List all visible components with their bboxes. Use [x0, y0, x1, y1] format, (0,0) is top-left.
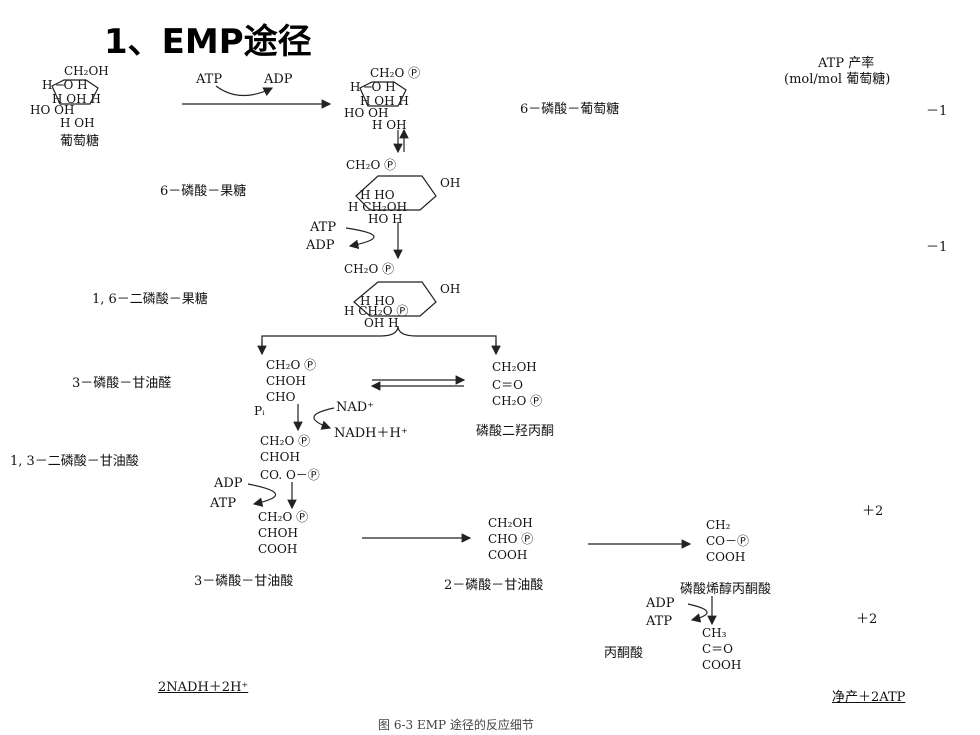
step5-nad: NAD⁺: [336, 400, 375, 415]
bpg-line: CH₂O Ⓟ: [260, 434, 311, 448]
step3-adp: ADP: [306, 238, 335, 253]
f6p-ring: [355, 175, 437, 211]
f6p-label: 6－磷酸－果糖: [160, 184, 247, 199]
gap-label: 3－磷酸－甘油醛: [72, 376, 172, 391]
figure-caption: 图 6-3 EMP 途径的反应细节: [378, 718, 534, 732]
f6p-ring-row: HO H: [368, 212, 403, 226]
step9-cofactor-curve: [687, 603, 708, 623]
pep-label: 磷酸烯醇丙酮酸: [680, 582, 772, 597]
pg2-label: 2－磷酸－甘油酸: [444, 578, 544, 593]
glucose-ring-row: H OH: [60, 116, 95, 130]
step5-pi: Pᵢ: [254, 404, 265, 418]
g6p-label: 6－磷酸－葡萄糖: [520, 102, 620, 117]
pg2-line: CH₂OH: [488, 516, 533, 530]
step5-cofactor-curve: [313, 407, 335, 430]
step6-adp: ADP: [214, 476, 243, 491]
fbp-oh: OH: [440, 282, 461, 296]
pg2-line: CHO Ⓟ: [488, 532, 534, 546]
f6p-ring-row: H HO: [360, 188, 395, 202]
g6p-ring-row: H OH: [372, 118, 407, 132]
yield-step3: －1: [926, 240, 948, 255]
dhap-line: CH₂OH: [492, 360, 537, 374]
step5-nadh: NADH＋H⁺: [334, 426, 408, 441]
step9-atp: ATP: [646, 614, 673, 629]
glucose-ring: [51, 79, 99, 105]
glucose-label: 葡萄糖: [60, 134, 100, 149]
pep-line: COOH: [706, 550, 746, 564]
glucose-ring-row: HO OH: [30, 103, 75, 117]
yield-step9: ＋2: [856, 612, 878, 627]
gap-line: CHO: [266, 390, 296, 404]
step3-atp: ATP: [310, 220, 337, 235]
bpg-label: 1, 3－二磷酸－甘油酸: [10, 454, 139, 469]
step1-cofactor-curve: [215, 85, 274, 97]
step6-cofactor-curve: [247, 483, 277, 507]
pg3-line: CH₂O Ⓟ: [258, 510, 309, 524]
atp-yield-unit: (mol/mol 葡萄糖): [784, 72, 891, 87]
atp-yield-header: ATP 产率: [818, 56, 875, 71]
g6p-top: CH₂O Ⓟ: [370, 66, 421, 80]
fbp-label: 1, 6－二磷酸－果糖: [92, 292, 208, 307]
pep-line: CO－Ⓟ: [706, 534, 750, 548]
g6p-ring-row: H OH H: [360, 94, 409, 108]
dhap-line: CH₂O Ⓟ: [492, 394, 543, 408]
pep-line: CH₂: [706, 518, 731, 532]
pg3-line: CHOH: [258, 526, 298, 540]
page-title: 1、EMP途径: [104, 22, 312, 62]
nadh-total: 2NADH＋2H⁺: [158, 680, 249, 695]
pyruvate-label: 丙酮酸: [604, 646, 644, 661]
glucose-ch2oh: CH₂OH: [64, 64, 109, 78]
pg3-label: 3－磷酸－甘油酸: [194, 574, 294, 589]
fbp-top: CH₂O Ⓟ: [344, 262, 395, 276]
yield-step1: －1: [926, 104, 948, 119]
step3-cofactor-curve: [345, 227, 375, 250]
glucose-ring-row: H OH H: [52, 92, 101, 106]
fbp-ring-row: H HO: [360, 294, 395, 308]
pyruvate-line: C＝O: [702, 642, 734, 656]
pyruvate-line: COOH: [702, 658, 742, 672]
g6p-ring: [359, 81, 407, 107]
bpg-line: CHOH: [260, 450, 300, 464]
gap-line: CH₂O Ⓟ: [266, 358, 317, 372]
pyruvate-line: CH₃: [702, 626, 727, 640]
step9-adp: ADP: [646, 596, 675, 611]
pg2-line: COOH: [488, 548, 528, 562]
step1-atp: ATP: [196, 72, 223, 87]
aldolase-brace: [261, 325, 497, 350]
gap-line: CHOH: [266, 374, 306, 388]
dhap-label: 磷酸二羟丙酮: [476, 424, 555, 439]
f6p-top: CH₂O Ⓟ: [346, 158, 397, 172]
g6p-ring-row: HO OH: [344, 106, 389, 120]
yield-step6: ＋2: [862, 504, 884, 519]
f6p-oh: OH: [440, 176, 461, 190]
bpg-line: CO. O－Ⓟ: [260, 468, 320, 482]
dhap-line: C＝O: [492, 378, 524, 392]
step6-atp: ATP: [210, 496, 237, 511]
step1-adp: ADP: [264, 72, 293, 87]
fbp-ring: [353, 281, 437, 317]
net-atp-total: 净产＋2ATP: [832, 690, 906, 705]
pg3-line: COOH: [258, 542, 298, 556]
fbp-ring-row: OH H: [364, 316, 399, 330]
